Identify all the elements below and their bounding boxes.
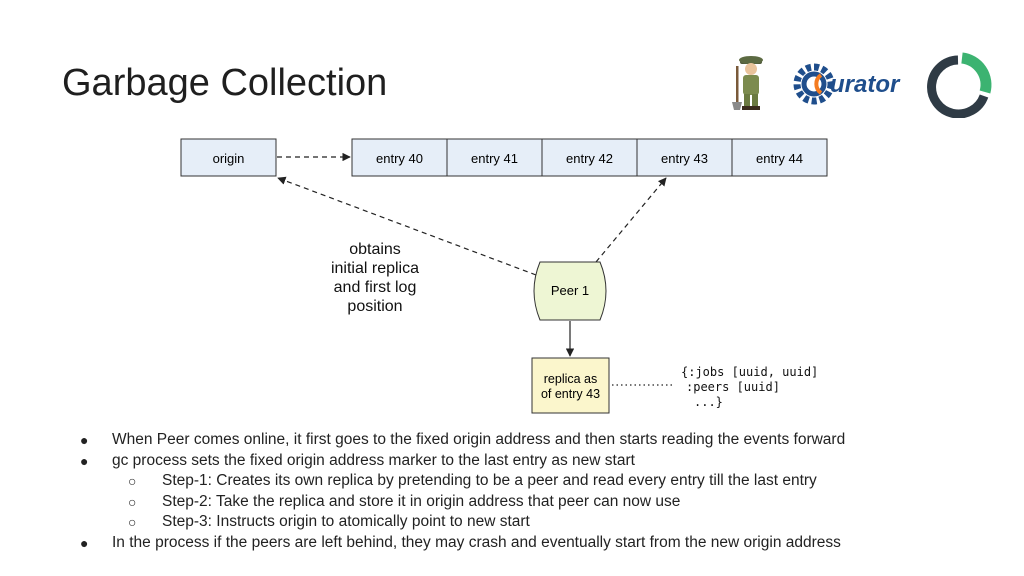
replica-code-block: {:jobs [uuid, uuid] :peers [uuid] ...} bbox=[681, 365, 818, 409]
code-line-3: ...} bbox=[694, 395, 723, 409]
bullet-item: ● gc process sets the fixed origin addre… bbox=[62, 451, 1002, 472]
peer-to-entry43-arrow bbox=[595, 177, 667, 263]
curator-logo: urator bbox=[793, 63, 901, 105]
bullet-circle-icon: ○ bbox=[128, 514, 137, 530]
origin-box: origin bbox=[180, 138, 277, 177]
bullet-circle-icon: ○ bbox=[128, 493, 137, 510]
sub-bullet-item: ○ Step-3: Instructs origin to atomically… bbox=[62, 512, 1002, 533]
bullet-text: In the process if the peers are left beh… bbox=[112, 533, 841, 551]
entry-41-label: entry 41 bbox=[471, 151, 518, 166]
logo-strip: urator bbox=[732, 52, 992, 118]
entry-44-label: entry 44 bbox=[756, 151, 803, 166]
peer-to-origin-arrow bbox=[277, 176, 537, 276]
curator-wordmark: urator bbox=[830, 71, 901, 98]
replica-line-2: of entry 43 bbox=[541, 387, 600, 401]
green-ring-logo-icon bbox=[927, 52, 992, 118]
replica-box: replica as of entry 43 bbox=[531, 357, 610, 414]
entry-40-label: entry 40 bbox=[376, 151, 423, 166]
entry-42-label: entry 42 bbox=[566, 151, 613, 166]
bullet-text: Step-3: Instructs origin to atomically p… bbox=[162, 513, 530, 530]
bullet-text: When Peer comes online, it first goes to… bbox=[112, 431, 846, 448]
annotation-line-2: initial replica bbox=[331, 260, 419, 277]
peer-node: Peer 1 bbox=[533, 261, 607, 321]
slide-title: Garbage Collection bbox=[62, 62, 388, 104]
bullet-text: Step-2: Take the replica and store it in… bbox=[162, 492, 681, 510]
bullet-dot-icon: ● bbox=[80, 534, 89, 551]
annotation-line-3: and first log bbox=[334, 279, 417, 296]
log-entries: entry 40 entry 41 entry 42 entry 43 entr… bbox=[351, 138, 828, 177]
bullet-text: gc process sets the fixed origin address… bbox=[112, 451, 635, 469]
bullet-text: Step-1: Creates its own replica by prete… bbox=[162, 472, 817, 489]
replica-line-1: replica as bbox=[544, 372, 598, 386]
origin-label: origin bbox=[213, 151, 245, 166]
peer-label: Peer 1 bbox=[551, 283, 589, 298]
obtains-annotation: obtains initial replica and first log po… bbox=[331, 241, 419, 315]
code-line-2: :peers [uuid] bbox=[686, 380, 780, 394]
entry-43-label: entry 43 bbox=[661, 151, 708, 166]
bullet-dot-icon: ● bbox=[80, 432, 89, 448]
bullet-circle-icon: ○ bbox=[128, 473, 137, 489]
soldier-mascot-icon bbox=[732, 56, 763, 110]
annotation-line-1: obtains bbox=[349, 241, 401, 258]
bullet-item: ● In the process if the peers are left b… bbox=[62, 533, 1002, 554]
sub-bullet-item: ○ Step-1: Creates its own replica by pre… bbox=[62, 471, 1002, 492]
bullet-item: ● When Peer comes online, it first goes … bbox=[62, 430, 1002, 451]
sub-bullet-item: ○ Step-2: Take the replica and store it … bbox=[62, 492, 1002, 513]
bullet-dot-icon: ● bbox=[80, 452, 89, 469]
code-line-1: {:jobs [uuid, uuid] bbox=[681, 365, 818, 379]
bullet-list: ● When Peer comes online, it first goes … bbox=[62, 430, 1002, 553]
annotation-line-4: position bbox=[347, 298, 402, 315]
